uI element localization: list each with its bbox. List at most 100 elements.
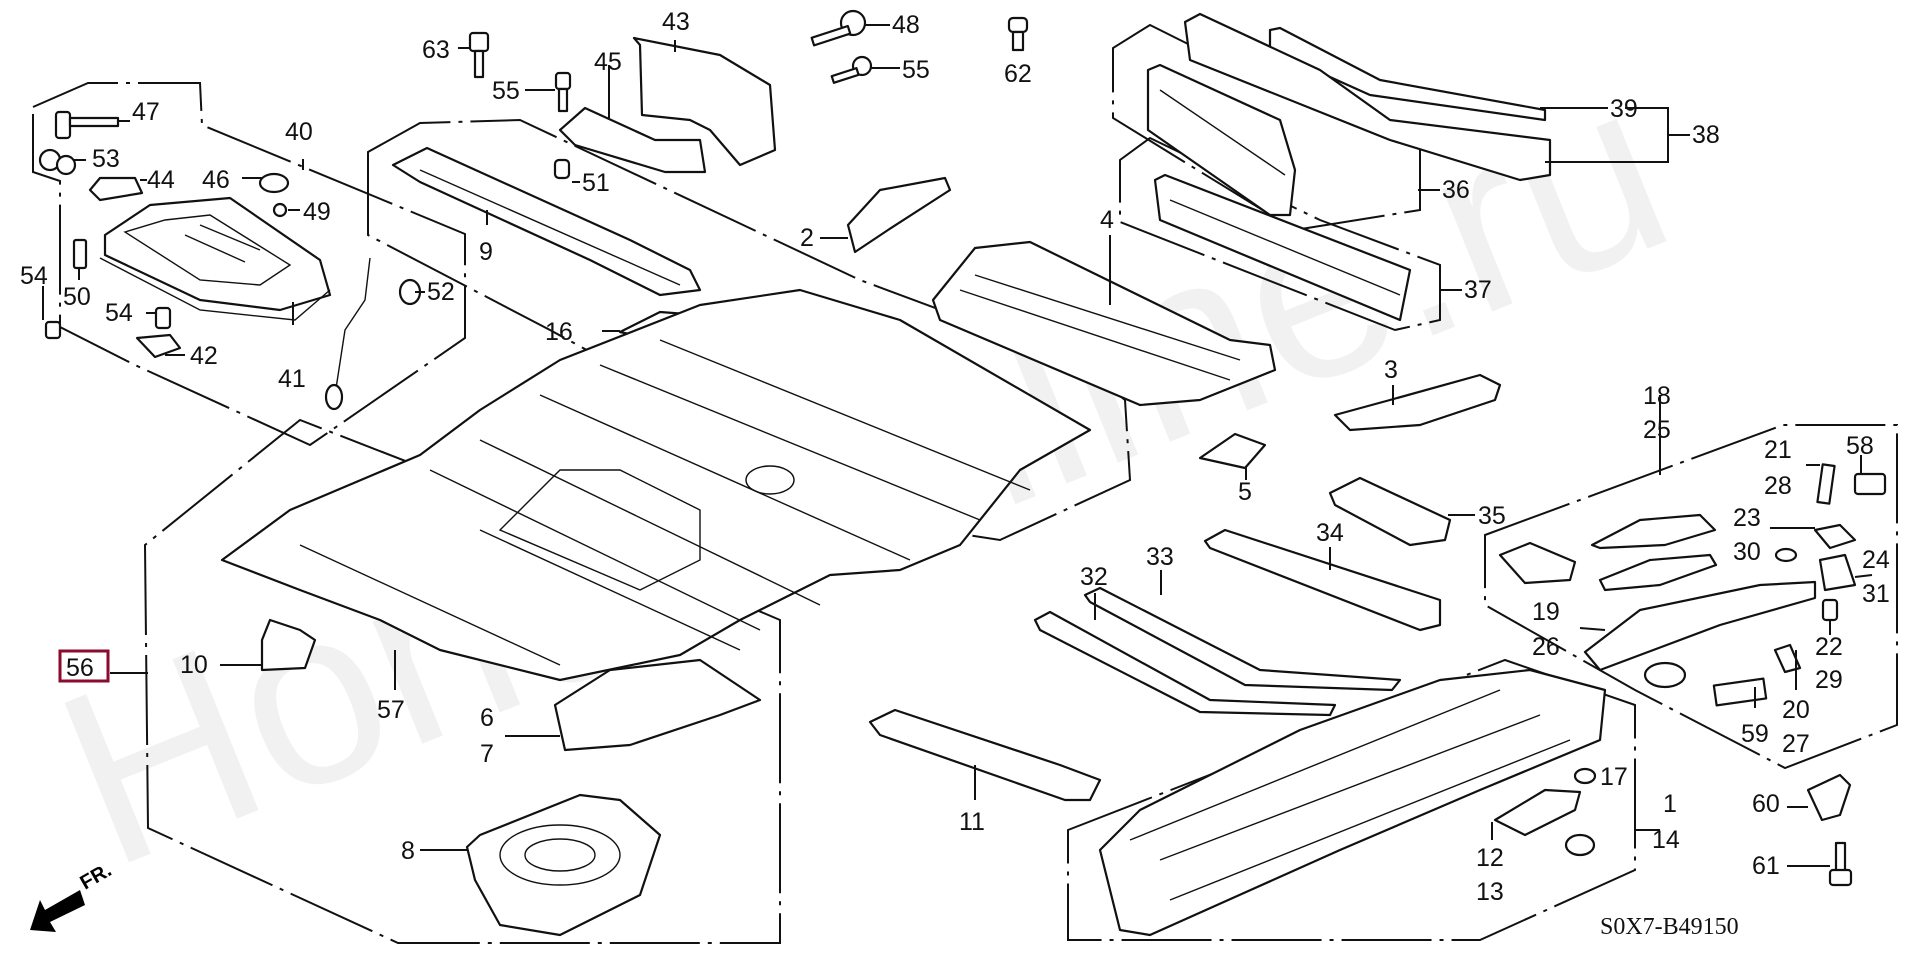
part-49-grommet[interactable] (272, 202, 288, 218)
part-54-bolt-a[interactable] (44, 320, 62, 340)
part-24-31-bracket[interactable] (1818, 553, 1857, 592)
part-10-bracket[interactable] (260, 618, 317, 672)
part-36-rear-panel[interactable] (1146, 63, 1297, 217)
callout-21[interactable]: 21 (1764, 436, 1792, 464)
callout-44[interactable]: 44 (147, 166, 175, 194)
callout-19[interactable]: 19 (1532, 598, 1560, 626)
callout-35[interactable]: 35 (1478, 502, 1506, 530)
callout-26[interactable]: 26 (1532, 633, 1560, 661)
callout-53[interactable]: 53 (92, 145, 120, 173)
callout-56[interactable]: 56 (66, 654, 94, 682)
part-1-14-side-frame[interactable] (1098, 668, 1607, 937)
callout-17[interactable]: 17 (1600, 763, 1628, 791)
callout-8[interactable]: 8 (401, 837, 415, 865)
part-5-bracket[interactable] (1198, 432, 1267, 470)
part-51-clip[interactable] (553, 158, 571, 180)
callout-5[interactable]: 5 (1238, 478, 1252, 506)
callout-55-b[interactable]: 55 (902, 56, 930, 84)
part-23-30-bracket[interactable] (1813, 523, 1857, 550)
callout-63[interactable]: 63 (422, 36, 450, 64)
callout-33[interactable]: 33 (1146, 543, 1174, 571)
callout-37[interactable]: 37 (1464, 276, 1492, 304)
callout-56-highlighted[interactable]: 56 (58, 649, 110, 683)
callout-4[interactable]: 4 (1100, 206, 1114, 234)
callout-36[interactable]: 36 (1442, 176, 1470, 204)
callout-62[interactable]: 62 (1004, 60, 1032, 88)
part-37-rear-skirt[interactable] (1153, 173, 1412, 322)
callout-27[interactable]: 27 (1782, 730, 1810, 758)
callout-24[interactable]: 24 (1862, 546, 1890, 574)
callout-11[interactable]: 11 (959, 808, 985, 836)
callout-47[interactable]: 47 (132, 98, 160, 126)
part-40-fuel-tank[interactable] (103, 196, 332, 312)
callout-58[interactable]: 58 (1846, 432, 1874, 460)
part-4-rear-floor[interactable] (931, 240, 1277, 407)
part-41-strap[interactable] (99, 257, 331, 321)
part-3-bracket[interactable] (1333, 373, 1502, 432)
callout-57[interactable]: 57 (377, 696, 405, 724)
callout-46[interactable]: 46 (202, 166, 230, 194)
part-2-bracket[interactable] (846, 176, 952, 254)
part-50-stud[interactable] (72, 238, 88, 270)
callout-13[interactable]: 13 (1476, 878, 1504, 906)
part-17-clip[interactable] (1573, 767, 1597, 785)
part-57-floor-panel[interactable] (220, 288, 1092, 682)
part-46-cap[interactable] (258, 172, 290, 194)
callout-1[interactable]: 1 (1663, 790, 1677, 818)
callout-12[interactable]: 12 (1476, 844, 1504, 872)
part-43-carrier[interactable] (632, 36, 777, 167)
part-48-bolt[interactable] (810, 9, 867, 47)
part-19-26-frame[interactable] (1583, 580, 1817, 672)
part-42-bracket[interactable] (135, 333, 182, 359)
part-58-bracket[interactable] (1853, 472, 1887, 496)
part-55-bolt-b[interactable] (830, 55, 873, 84)
part-32-crossmember[interactable] (1033, 610, 1337, 717)
callout-51[interactable]: 51 (582, 169, 610, 197)
part-12-13-bracket[interactable] (1493, 788, 1582, 837)
callout-18[interactable]: 18 (1643, 382, 1671, 410)
callout-25[interactable]: 25 (1643, 416, 1671, 444)
part-35-member[interactable] (1328, 476, 1452, 547)
part-53-clip[interactable] (38, 148, 77, 176)
part-63-bolt[interactable] (468, 31, 490, 79)
callout-61[interactable]: 61 (1752, 852, 1780, 880)
callout-2[interactable]: 2 (800, 224, 814, 252)
callout-9[interactable]: 9 (479, 238, 493, 266)
callout-23[interactable]: 23 (1733, 504, 1761, 532)
part-9-crossmember[interactable] (391, 146, 702, 297)
part-54-bolt-b[interactable] (154, 306, 172, 330)
callout-45[interactable]: 45 (594, 48, 622, 76)
part-60-hanger[interactable] (1806, 773, 1852, 822)
callout-28[interactable]: 28 (1764, 472, 1792, 500)
callout-29[interactable]: 29 (1815, 666, 1843, 694)
part-33-crossmember[interactable] (1083, 586, 1402, 692)
callout-41[interactable]: 41 (278, 365, 306, 393)
callout-6[interactable]: 6 (480, 704, 494, 732)
callout-22[interactable]: 22 (1815, 633, 1843, 661)
part-59-insulator[interactable] (1712, 677, 1768, 707)
callout-20[interactable]: 20 (1782, 696, 1810, 724)
callout-38[interactable]: 38 (1692, 121, 1720, 149)
callout-55-a[interactable]: 55 (492, 77, 520, 105)
callout-54-a[interactable]: 54 (20, 262, 48, 290)
part-38-frame[interactable] (1183, 12, 1552, 182)
part-11-crossmember[interactable] (868, 708, 1102, 802)
callout-10[interactable]: 10 (180, 651, 208, 679)
part-61-bolt[interactable] (1828, 841, 1853, 887)
callout-40[interactable]: 40 (285, 118, 313, 146)
part-55-bolt-a[interactable] (554, 71, 572, 113)
callout-3[interactable]: 3 (1384, 356, 1398, 384)
callout-30[interactable]: 30 (1733, 538, 1761, 566)
part-45-bracket[interactable] (558, 106, 707, 174)
part-20-27-bracket[interactable] (1773, 643, 1802, 674)
callout-34[interactable]: 34 (1316, 519, 1344, 547)
callout-31[interactable]: 31 (1862, 580, 1890, 608)
callout-16[interactable]: 16 (545, 318, 573, 346)
callout-48[interactable]: 48 (892, 11, 920, 39)
part-21-28-plate[interactable] (1816, 463, 1836, 505)
callout-42[interactable]: 42 (190, 342, 218, 370)
callout-49[interactable]: 49 (303, 198, 331, 226)
part-47-bolt[interactable] (54, 110, 120, 140)
callout-50[interactable]: 50 (63, 283, 91, 311)
callout-14[interactable]: 14 (1652, 826, 1680, 854)
